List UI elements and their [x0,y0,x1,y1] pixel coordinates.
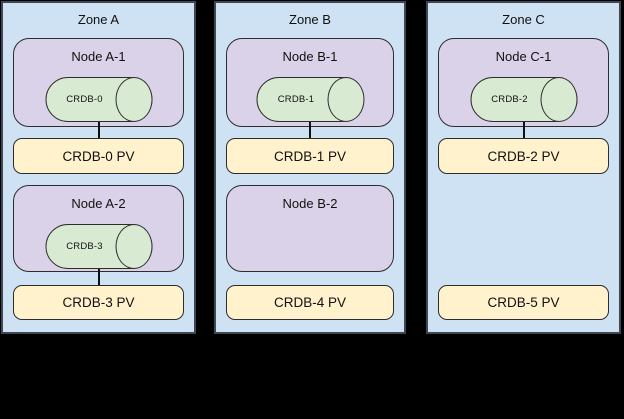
zone-b-panel: Zone B Node B-1 CRDB-1 CRDB-1 PV Node B-… [214,1,406,334]
pod-pv-connector-line [97,269,100,286]
node-b2-box: Node B-2 [226,185,394,272]
node-title: Node C-1 [495,49,552,64]
pv-box: CRDB-1 PV [226,138,394,174]
pv-label: CRDB-1 PV [273,148,346,164]
zone-title: Zone C [502,12,545,27]
pv-box: CRDB-4 PV [226,285,394,320]
cylinder-cap [115,223,153,269]
zone-a-panel: Zone A Node A-1 CRDB-0 CRDB-0 PV Node A-… [1,1,196,334]
pod-label: CRDB-1 [277,94,315,105]
crdb-pod-cylinder: CRDB-1 [256,76,364,122]
node-c1-box: Node C-1 CRDB-2 [438,38,609,127]
cylinder-cap [115,76,153,122]
crdb-pod-cylinder: CRDB-0 [45,76,153,122]
node-a2-box: Node A-2 CRDB-3 [13,185,184,272]
zone-title: Zone A [77,12,120,27]
pv-box: CRDB-5 PV [438,285,609,320]
pv-label: CRDB-5 PV [487,295,560,310]
node-title: Node A-1 [71,49,126,64]
pod-pv-connector-line [522,122,525,139]
zone-title: Zone B [289,12,331,27]
node-a1-box: Node A-1 CRDB-0 [13,38,184,127]
pod-pv-connector-line [97,122,100,139]
pv-label: CRDB-4 PV [273,295,346,310]
pv-label: CRDB-2 PV [487,148,560,164]
node-b1-box: Node B-1 CRDB-1 [226,38,394,127]
pv-label: CRDB-3 PV [62,295,135,310]
cylinder-cap [540,76,578,122]
pv-box: CRDB-0 PV [13,138,184,174]
crdb-pod-cylinder: CRDB-3 [45,223,153,269]
pv-box: CRDB-3 PV [13,285,184,320]
node-title: Node B-1 [282,49,338,64]
pod-pv-connector-line [309,122,311,139]
pv-box: CRDB-2 PV [438,138,609,174]
node-title: Node B-2 [282,196,338,211]
cylinder-cap [327,76,364,122]
pv-label: CRDB-0 PV [62,148,135,164]
pod-label: CRDB-2 [491,94,528,105]
node-title: Node A-2 [71,196,126,211]
pod-label: CRDB-0 [66,94,103,105]
crdb-pod-cylinder: CRDB-2 [470,76,578,122]
zone-c-panel: Zone C Node C-1 CRDB-2 CRDB-2 PV CRDB-5 … [426,1,621,334]
pod-label: CRDB-3 [66,241,103,252]
